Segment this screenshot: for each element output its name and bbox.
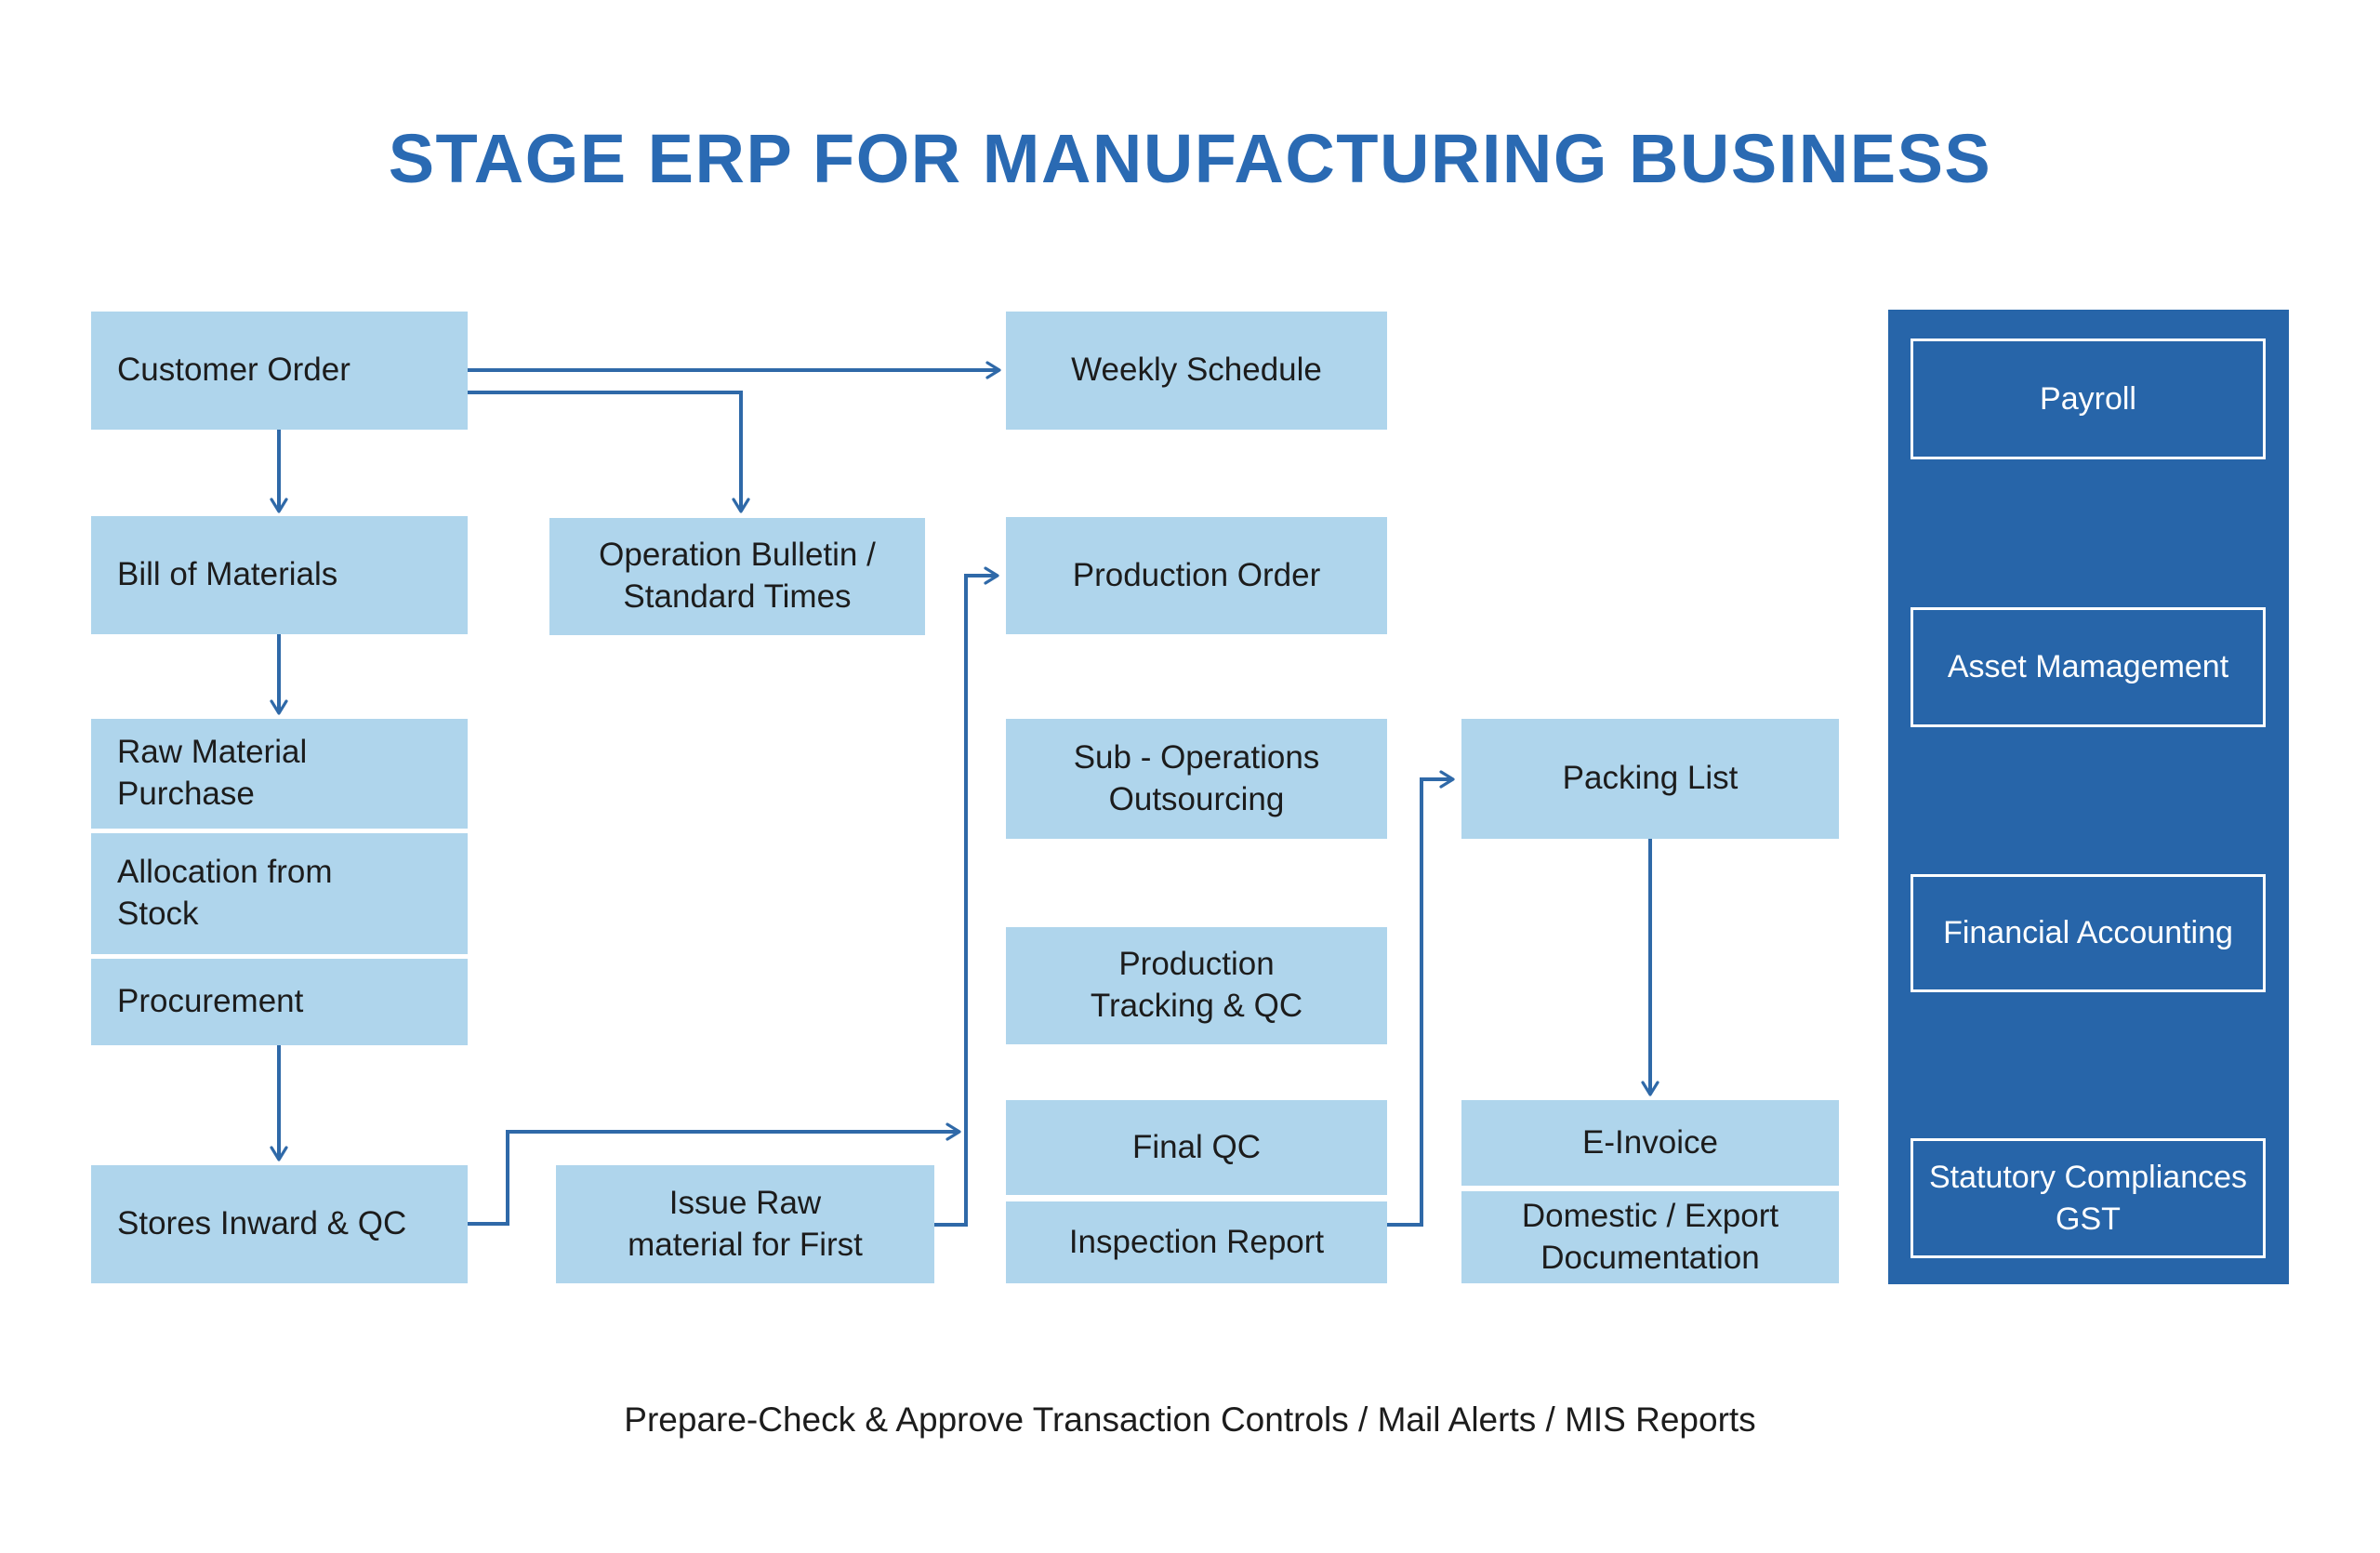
node-sub-operations-outsourcing: Sub - Operations Outsourcing <box>1006 719 1387 839</box>
node-production-order: Production Order <box>1006 517 1387 634</box>
node-production-tracking-qc: Production Tracking & QC <box>1006 927 1387 1044</box>
node-label: Inspection Report <box>1068 1223 1325 1260</box>
arrow-inspection-report-to-packing-list <box>1387 770 1455 1227</box>
arrow-stores-inward-to-production-order-junction <box>468 1122 961 1226</box>
node-allocation-from-stock: Allocation from Stock <box>91 833 468 954</box>
node-label: Domestic / Export Documentation <box>1521 1197 1779 1276</box>
node-label: Packing List <box>1562 760 1739 797</box>
arrow-customer-order-to-operation-bulletin <box>468 391 750 513</box>
node-label: Operation Bulletin / Standard Times <box>599 537 876 615</box>
node-label: Allocation from Stock <box>117 854 333 932</box>
node-label: Raw Material Purchase <box>117 734 308 812</box>
node-inspection-report: Inspection Report <box>1006 1201 1387 1283</box>
node-operation-bulletin: Operation Bulletin / Standard Times <box>549 518 925 635</box>
node-stores-inward-qc: Stores Inward & QC <box>91 1165 468 1283</box>
node-raw-material-purchase: Raw Material Purchase <box>91 719 468 829</box>
node-domestic-export-documentation: Domestic / Export Documentation <box>1461 1191 1839 1283</box>
node-label: Bill of Materials <box>117 556 338 593</box>
arrow-issue-raw-material-to-production-order <box>934 566 999 1227</box>
node-procurement: Procurement <box>91 959 468 1045</box>
node-label: Issue Raw material for First <box>628 1184 863 1263</box>
node-label: Weekly Schedule <box>1071 352 1322 389</box>
node-customer-order: Customer Order <box>91 312 468 430</box>
side-module-label: Statutory Compliances GST <box>1928 1160 2248 1237</box>
node-label: Stores Inward & QC <box>117 1205 407 1242</box>
node-label: Production Tracking & QC <box>1090 946 1303 1024</box>
footer-note: Prepare-Check & Approve Transaction Cont… <box>624 1400 1756 1439</box>
node-label: E-Invoice <box>1582 1123 1718 1161</box>
side-module-financial-accounting: Financial Accounting <box>1911 874 2266 992</box>
side-module-statutory-compliances-gst: Statutory Compliances GST <box>1911 1138 2266 1258</box>
node-label: Customer Order <box>117 352 350 389</box>
side-module-payroll: Payroll <box>1911 338 2266 459</box>
node-bill-of-materials: Bill of Materials <box>91 516 468 634</box>
node-packing-list: Packing List <box>1461 719 1839 839</box>
page-title: STAGE ERP FOR MANUFACTURING BUSINESS <box>388 120 1992 197</box>
side-modules-panel <box>1888 310 2289 1284</box>
side-module-label: Asset Mamagement <box>1947 649 2229 685</box>
node-issue-raw-material: Issue Raw material for First <box>556 1165 934 1283</box>
node-label: Final QC <box>1131 1128 1262 1165</box>
side-module-label: Payroll <box>2040 380 2136 417</box>
node-weekly-schedule: Weekly Schedule <box>1006 312 1387 430</box>
side-module-label: Financial Accounting <box>1943 915 2233 951</box>
side-module-asset-management: Asset Mamagement <box>1911 607 2266 727</box>
node-e-invoice: E-Invoice <box>1461 1100 1839 1186</box>
node-label: Production Order <box>1072 556 1321 593</box>
node-label: Sub - Operations Outsourcing <box>1073 738 1320 817</box>
node-final-qc: Final QC <box>1006 1100 1387 1195</box>
node-label: Procurement <box>117 983 304 1020</box>
